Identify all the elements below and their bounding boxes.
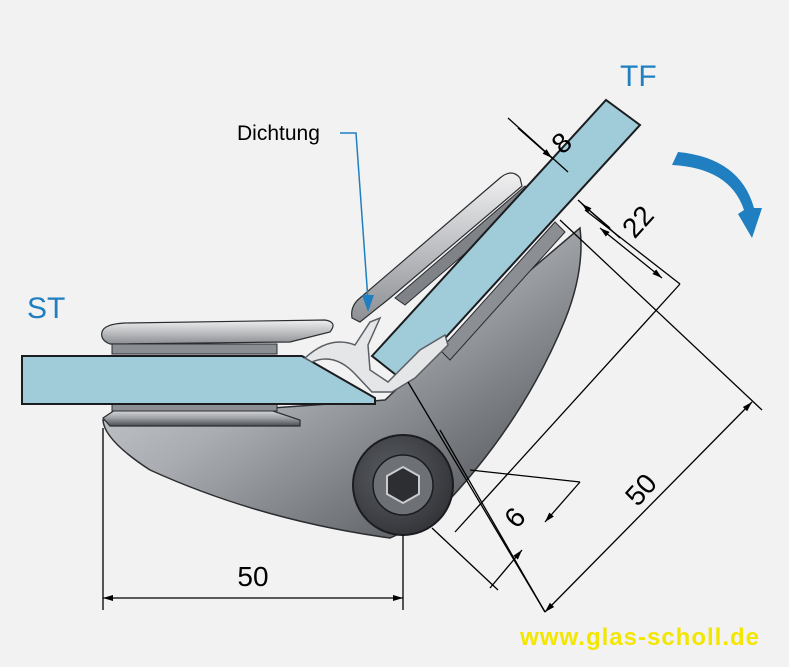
label-dichtung: Dichtung: [237, 122, 320, 145]
st-bottom-clamp: [102, 409, 301, 427]
website-watermark: www.glas-scholl.de: [519, 624, 760, 651]
tf-glass: [370, 98, 642, 384]
dim-gap: 6: [498, 501, 531, 533]
dim-tf-length: 50: [619, 468, 663, 512]
label-st: ST: [27, 292, 65, 325]
label-tf: TF: [620, 60, 657, 93]
dim-pin-offset: 22: [616, 200, 660, 244]
rotation-arrow-icon: [672, 152, 762, 238]
tf-top-clamp: [351, 172, 523, 323]
hex-socket-icon: [386, 465, 420, 505]
st-top-spacer: [111, 343, 278, 355]
dim-st-length: 50: [237, 561, 268, 592]
st-top-clamp: [101, 319, 334, 345]
seal: [303, 316, 449, 393]
dimension-lines: [102, 117, 763, 613]
st-glass: [21, 355, 376, 405]
dichtung-leader: [340, 132, 369, 301]
tf-lower-spacer: [439, 221, 566, 361]
dichtung-leader-arrow: [362, 295, 374, 312]
